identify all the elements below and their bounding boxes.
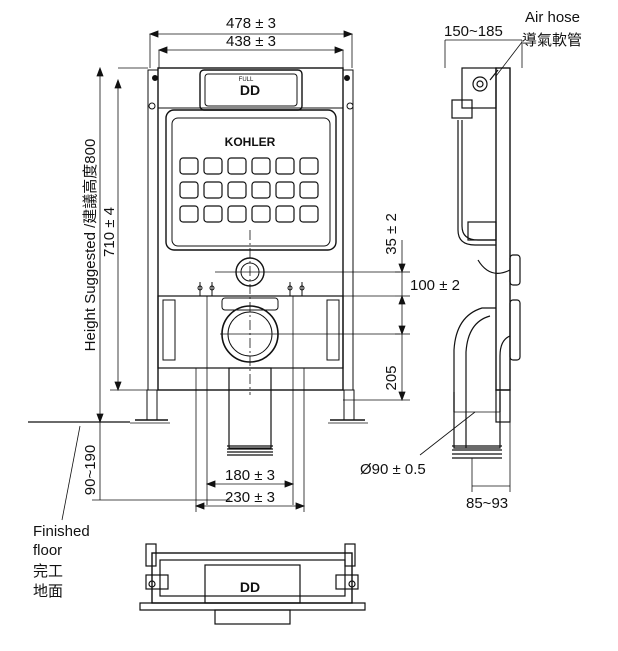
left-post bbox=[147, 69, 159, 391]
dimension-lines bbox=[28, 30, 410, 521]
top-view bbox=[139, 543, 366, 625]
side-dimension-lines bbox=[419, 39, 523, 492]
button-small-label: FULL bbox=[239, 77, 254, 83]
front-view bbox=[130, 67, 400, 456]
dim-outlet-offset: 35 ± 2 bbox=[383, 213, 400, 255]
dim-pipe-diameter: Ø90 ± 0.5 bbox=[360, 461, 426, 478]
dim-outer-width: 478 ± 3 bbox=[226, 15, 276, 32]
drain-pipe bbox=[228, 367, 272, 449]
dim-side-bottom: 85~93 bbox=[466, 495, 508, 512]
dim-height-suggested: Height Suggested /建議高度800 bbox=[81, 139, 99, 352]
floor-label-en-2: floor bbox=[33, 542, 62, 559]
floor-label-en-1: Finished bbox=[33, 523, 90, 540]
air-hose-label-zh: 導氣軟管 bbox=[522, 32, 582, 49]
flush-button-housing bbox=[199, 69, 303, 111]
side-view bbox=[451, 67, 521, 459]
dim-inlet-offset: 100 ± 2 bbox=[410, 277, 460, 294]
dim-pipe-spacing-inner: 180 ± 3 bbox=[225, 467, 275, 484]
dim-height: 710 ± 4 bbox=[101, 207, 118, 257]
right-post bbox=[342, 69, 354, 391]
button-grid bbox=[179, 157, 319, 223]
flush-button-glyph: DD bbox=[240, 82, 260, 98]
dim-side-depth: 150~185 bbox=[444, 23, 503, 40]
brand-label: KOHLER bbox=[225, 135, 276, 149]
dim-pipe-spacing-outer: 230 ± 3 bbox=[225, 489, 275, 506]
bottom-glyph: DD bbox=[240, 579, 260, 595]
dim-inner-width: 438 ± 3 bbox=[226, 33, 276, 50]
frame-body bbox=[157, 67, 344, 391]
air-hose-label-en: Air hose bbox=[525, 9, 580, 26]
cistern bbox=[165, 109, 337, 251]
dim-floor-gap: 90~190 bbox=[82, 445, 99, 495]
floor-label-zh-1: 完工 bbox=[33, 563, 63, 580]
floor-label-zh-2: 地面 bbox=[33, 583, 63, 600]
dim-pipe-height: 205 bbox=[383, 365, 400, 390]
